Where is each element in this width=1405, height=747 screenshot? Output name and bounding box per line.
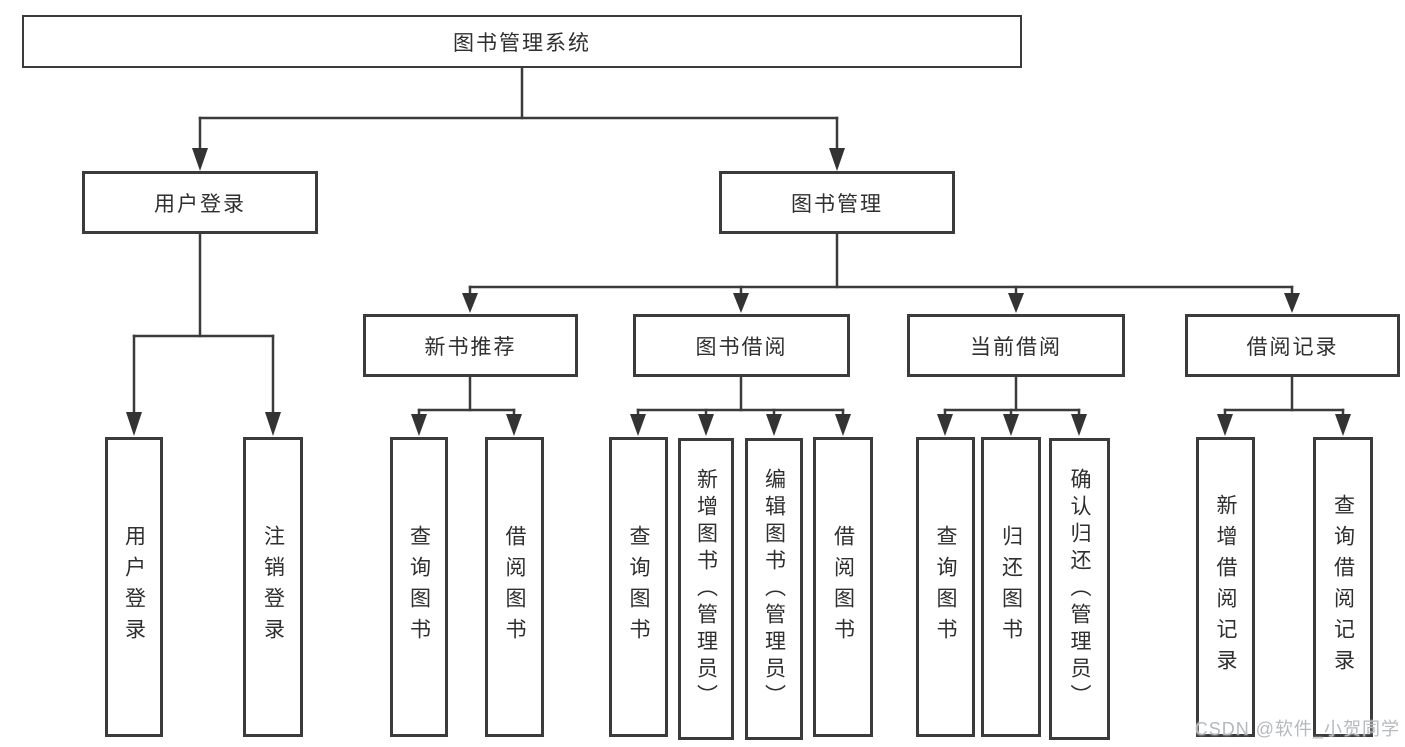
leaf-borrowing-add-book-admin-label: 新增图书（管理员）	[694, 467, 718, 711]
leaf-recommend-borrow-book: 借阅图书	[485, 437, 544, 737]
leaf-current-return-book-label: 归还图书	[999, 525, 1023, 649]
leaf-logout: 注销登录	[243, 437, 303, 737]
leaf-recommend-query-book-label: 查询图书	[407, 525, 431, 649]
leaf-current-query-book-label: 查询图书	[934, 525, 957, 649]
leaf-user-login: 用户登录	[105, 437, 163, 737]
node-borrowing-records-label: 借阅记录	[1246, 335, 1339, 359]
node-new-book-recommend-label: 新书推荐	[424, 335, 517, 359]
node-library-system: 图书管理系统	[22, 15, 1022, 68]
leaf-logout-label: 注销登录	[261, 525, 285, 649]
leaf-recommend-borrow-book-label: 借阅图书	[503, 525, 526, 649]
leaf-current-confirm-return-admin-label: 确认归还（管理员）	[1068, 467, 1091, 711]
leaf-current-confirm-return-admin: 确认归还（管理员）	[1049, 438, 1110, 740]
node-borrowing-records: 借阅记录	[1185, 314, 1400, 377]
leaf-borrowing-borrow-book-label: 借阅图书	[831, 525, 855, 649]
node-book-borrowing-label: 图书借阅	[695, 335, 788, 359]
csdn-watermark: CSDN @软件_小贺同学	[1194, 719, 1400, 739]
leaf-borrowing-edit-book-admin: 编辑图书（管理员）	[745, 438, 803, 740]
node-library-system-label: 图书管理系统	[453, 31, 591, 55]
node-new-book-recommend: 新书推荐	[363, 314, 578, 377]
leaf-recommend-query-book: 查询图书	[390, 437, 448, 737]
leaf-records-add-record: 新增借阅记录	[1196, 437, 1255, 737]
leaf-borrowing-borrow-book: 借阅图书	[813, 437, 873, 737]
node-book-management: 图书管理	[719, 171, 955, 234]
leaf-borrowing-query-book: 查询图书	[609, 437, 668, 737]
leaf-borrowing-edit-book-admin-label: 编辑图书（管理员）	[762, 467, 786, 711]
node-current-borrowing-label: 当前借阅	[970, 335, 1062, 359]
leaf-records-add-record-label: 新增借阅记录	[1214, 494, 1237, 680]
leaf-records-query-record: 查询借阅记录	[1313, 437, 1373, 737]
node-book-management-label: 图书管理	[791, 192, 883, 216]
node-user-login-label: 用户登录	[154, 192, 246, 216]
leaf-current-return-book: 归还图书	[981, 437, 1041, 737]
leaf-records-query-record-label: 查询借阅记录	[1331, 494, 1355, 680]
leaf-current-query-book: 查询图书	[916, 437, 975, 737]
node-current-borrowing: 当前借阅	[907, 314, 1125, 377]
node-user-login: 用户登录	[82, 171, 318, 234]
leaf-user-login-label: 用户登录	[122, 525, 146, 649]
leaf-borrowing-query-book-label: 查询图书	[627, 525, 650, 649]
node-book-borrowing: 图书借阅	[633, 314, 850, 377]
leaf-borrowing-add-book-admin: 新增图书（管理员）	[678, 438, 734, 740]
